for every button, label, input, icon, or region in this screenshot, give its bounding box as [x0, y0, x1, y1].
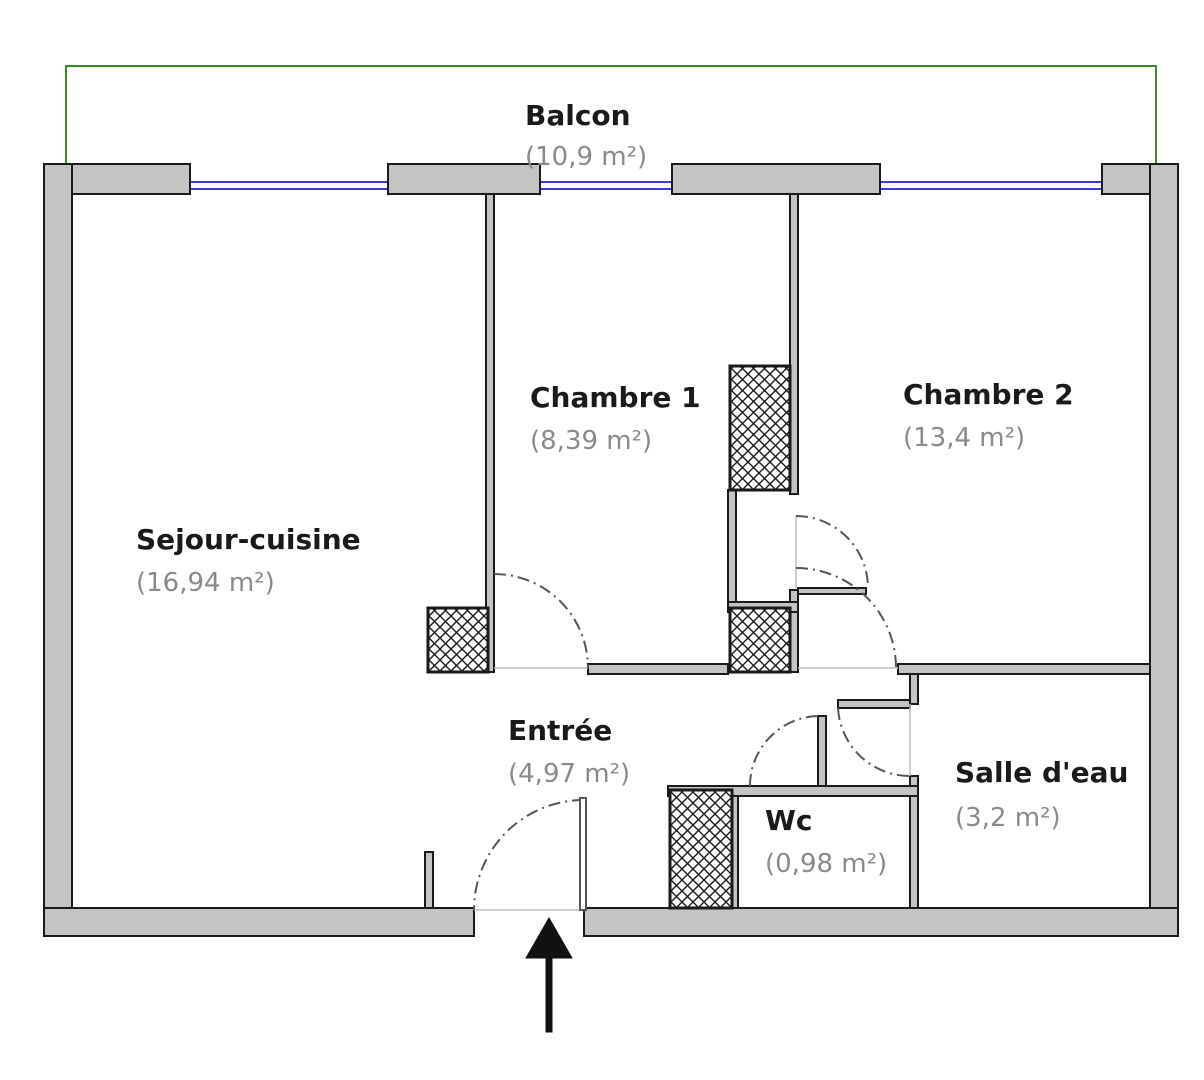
- room-label-salle-d-eau: Salle d'eau (3,2 m²): [955, 756, 1128, 833]
- room-area: (4,97 m²): [508, 759, 630, 789]
- room-label-balcon: Balcon (10,9 m²): [525, 99, 647, 172]
- interior-walls: [424, 193, 1151, 909]
- room-name: Chambre 2: [903, 378, 1074, 411]
- room-name: Balcon: [525, 99, 631, 132]
- door-swings: [473, 515, 911, 911]
- arrow-up-icon: [525, 916, 573, 1033]
- balcony-outline: [65, 65, 1157, 186]
- room-name: Salle d'eau: [955, 756, 1128, 789]
- room-label-entree: Entrée (4,97 m²): [508, 714, 630, 789]
- room-area: (8,39 m²): [530, 426, 652, 456]
- door-thresholds: [474, 516, 911, 911]
- room-name: Entrée: [508, 714, 612, 747]
- room-label-chambre-2: Chambre 2 (13,4 m²): [903, 378, 1074, 453]
- room-area: (16,94 m²): [136, 568, 275, 598]
- duct-shafts: [426, 364, 792, 910]
- room-area: (10,9 m²): [525, 142, 647, 172]
- room-name: Chambre 1: [530, 381, 701, 414]
- exterior-walls: [43, 163, 1179, 937]
- room-label-chambre-1: Chambre 1 (8,39 m²): [530, 381, 701, 456]
- room-label-wc: Wc (0,98 m²): [765, 804, 887, 879]
- room-name: Wc: [765, 804, 812, 837]
- room-area: (3,2 m²): [955, 803, 1061, 833]
- windows: [190, 181, 1102, 190]
- room-name: Sejour-cuisine: [136, 523, 361, 556]
- room-area: (13,4 m²): [903, 423, 1025, 453]
- room-area: (0,98 m²): [765, 849, 887, 879]
- room-label-sejour-cuisine: Sejour-cuisine (16,94 m²): [136, 523, 361, 598]
